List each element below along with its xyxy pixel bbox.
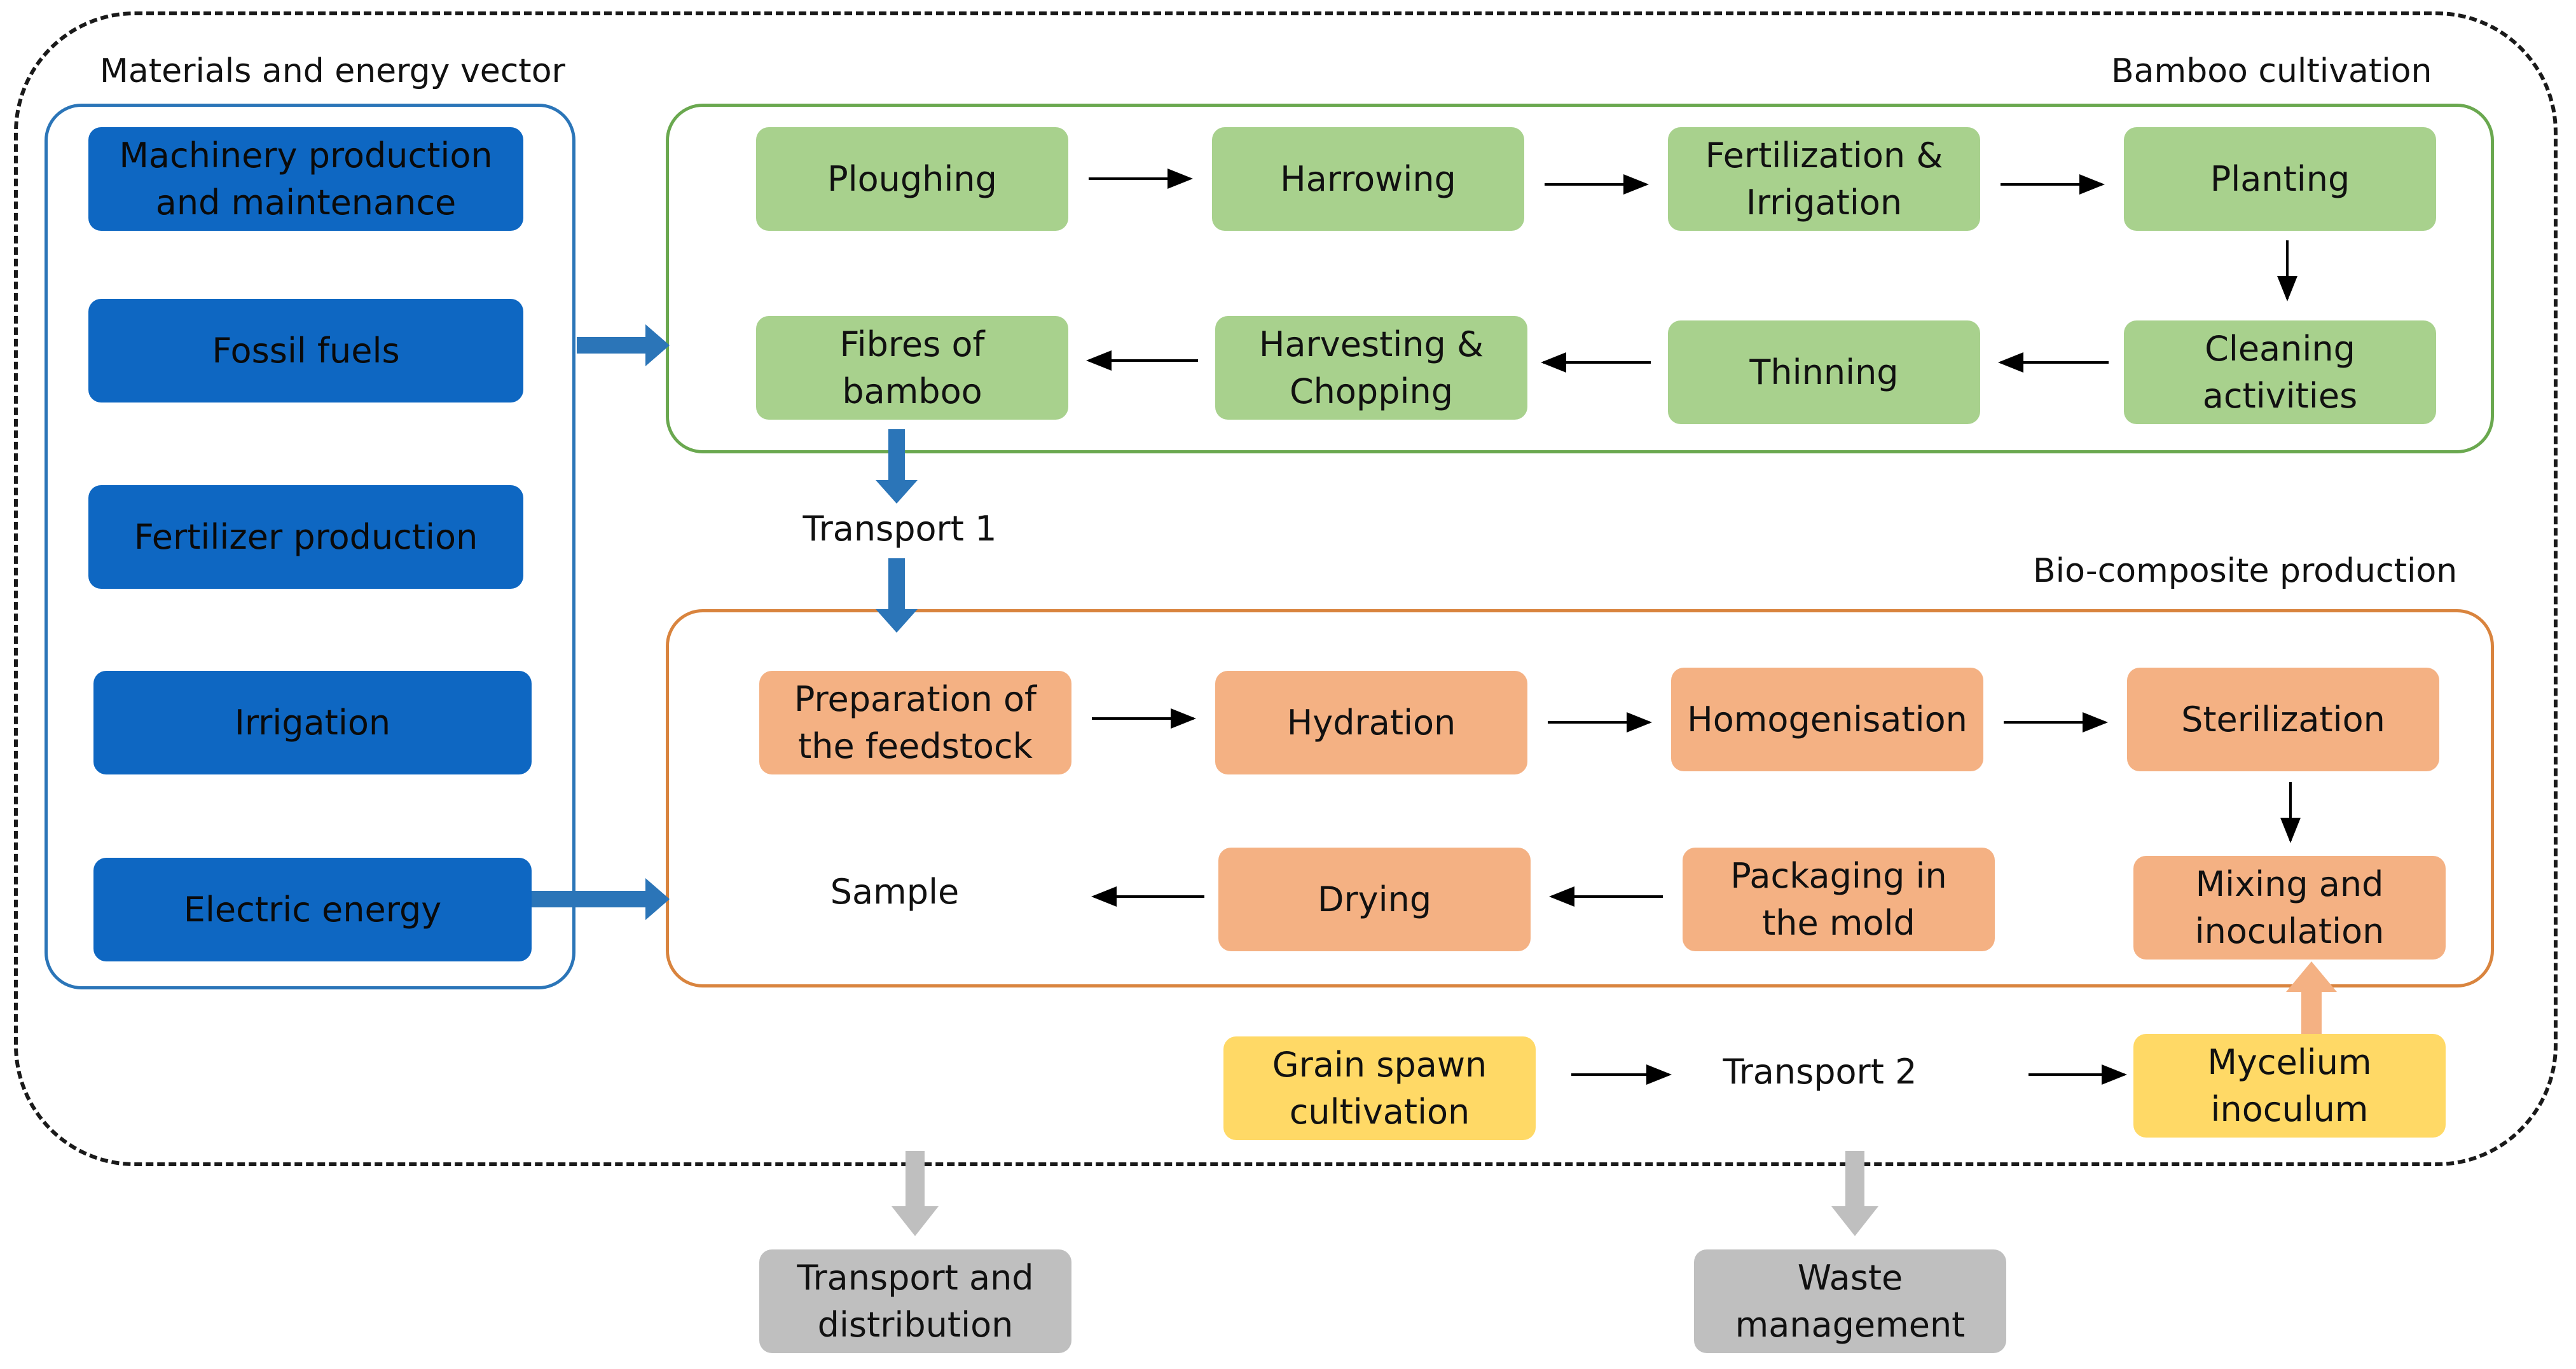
arrow-to-waste-management: [1831, 1151, 1878, 1236]
harrowing-box: Harrowing: [1212, 127, 1524, 231]
irrigation-box: Irrigation: [93, 671, 532, 774]
materials-energy-group: [45, 104, 575, 989]
fertilizer-production-box: Fertilizer production: [88, 485, 523, 589]
biocomposite-production-title: Bio-composite production: [2033, 552, 2458, 590]
hydration-box: Hydration: [1215, 671, 1527, 774]
arrow-to-transport-distribution: [892, 1151, 939, 1236]
transport-2-label: Transport 2: [1723, 1052, 1917, 1092]
sterilization-box: Sterilization: [2127, 668, 2439, 771]
waste-management-box: Waste management: [1694, 1249, 2006, 1353]
transport-1-label: Transport 1: [802, 509, 997, 549]
packaging-mold-box: Packaging in the mold: [1683, 848, 1995, 951]
cleaning-activities-box: Cleaning activities: [2124, 320, 2436, 424]
arrow-materials-to-bamboo: [577, 324, 670, 366]
system-boundary: [14, 11, 2558, 1166]
mixing-inoculation-box: Mixing and inoculation: [2133, 856, 2446, 960]
materials-energy-title: Materials and energy vector: [100, 52, 565, 90]
homogenisation-box: Homogenisation: [1671, 668, 1983, 771]
biocomposite-production-group: [666, 609, 2494, 987]
drying-box: Drying: [1218, 848, 1531, 951]
electric-energy-box: Electric energy: [93, 858, 532, 961]
sample-label: Sample: [830, 872, 960, 912]
harvesting-chopping-box: Harvesting & Chopping: [1215, 316, 1527, 420]
ploughing-box: Ploughing: [756, 127, 1068, 231]
preparation-feedstock-box: Preparation of the feedstock: [759, 671, 1071, 774]
thinning-box: Thinning: [1668, 320, 1980, 424]
fibres-of-bamboo-box: Fibres of bamboo: [756, 316, 1068, 420]
mycelium-inoculum-box: Mycelium inoculum: [2133, 1034, 2446, 1138]
arrow-mycelium-to-mixing: [2286, 961, 2337, 1034]
transport-distribution-box: Transport and distribution: [759, 1249, 1071, 1353]
grain-spawn-cultivation-box: Grain spawn cultivation: [1223, 1036, 1536, 1140]
bamboo-cultivation-title: Bamboo cultivation: [2111, 52, 2432, 90]
arrow-electric-to-biocomposite: [532, 878, 670, 920]
fossil-fuels-box: Fossil fuels: [88, 299, 523, 402]
fertilization-irrigation-box: Fertilization & Irrigation: [1668, 127, 1980, 231]
machinery-production-box: Machinery production and maintenance: [88, 127, 523, 231]
planting-box: Planting: [2124, 127, 2436, 231]
bamboo-cultivation-group: [666, 104, 2494, 453]
arrow-fibres-to-transport1: [876, 429, 918, 504]
arrow-transport1-to-biocomposite: [876, 558, 918, 633]
